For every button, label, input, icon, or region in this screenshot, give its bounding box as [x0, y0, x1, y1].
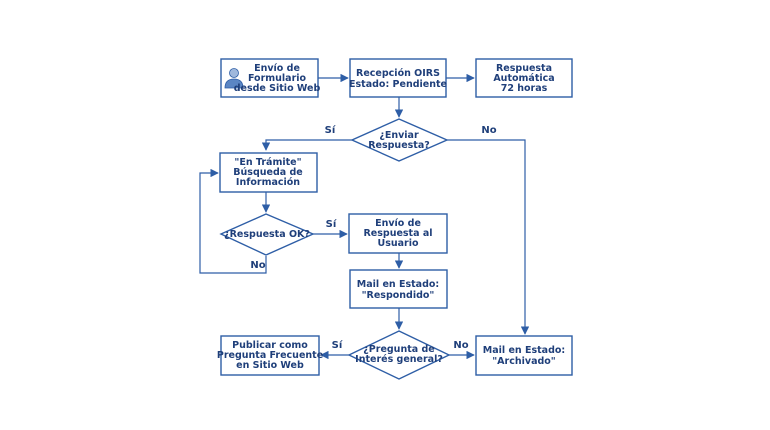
node-envio-respuesta: Envío de Respuesta al Usuario	[348, 213, 448, 254]
node-en-tramite: "En Trámite" Búsqueda de Información	[219, 152, 318, 193]
node-label: Estado: Pendiente	[349, 79, 447, 90]
decision-pregunta-interes: ¿Pregunta de Interés general?	[347, 330, 451, 380]
edge-label-no: No	[481, 125, 496, 136]
edge-ok-no	[199, 168, 267, 274]
node-label: "En Trámite"	[234, 157, 301, 168]
node-label: Envío de	[375, 218, 421, 229]
node-label: Envío de	[254, 63, 300, 74]
edge-label-no: No	[250, 260, 265, 271]
node-envio-formulario: Envío de Formulario desde Sitio Web	[220, 58, 321, 98]
edge-label-no: No	[453, 340, 468, 351]
user-icon	[224, 68, 244, 89]
edge-label-si: Sí	[326, 218, 337, 230]
node-label: Mail en Estado:	[357, 279, 439, 290]
edge-label-si: Sí	[332, 339, 343, 351]
edge-enviar-no	[447, 139, 530, 335]
node-label: Usuario	[377, 238, 418, 249]
node-label: Interés general?	[355, 354, 443, 365]
node-label: "Archivado"	[492, 356, 556, 367]
node-label: Información	[236, 177, 300, 188]
node-label: Respuesta?	[368, 140, 430, 151]
node-label: Recepción OIRS	[356, 68, 440, 79]
edge-label-si: Sí	[325, 124, 336, 136]
node-label: Formulario	[248, 73, 307, 84]
node-label: ¿Pregunta de	[363, 344, 434, 355]
node-respuesta-automatica: Respuesta Automática 72 horas	[475, 58, 573, 98]
node-mail-respondido: Mail en Estado: "Respondido"	[349, 269, 448, 309]
node-label: ¿Enviar	[379, 130, 419, 141]
node-label: Pregunta Frecuente	[217, 350, 323, 361]
node-label: Respuesta al	[363, 228, 432, 239]
node-label: 72 horas	[501, 83, 548, 94]
node-label: "Respondido"	[362, 290, 435, 301]
node-label: Mail en Estado:	[483, 345, 565, 356]
decision-respuesta-ok: ¿Respuesta OK?	[219, 213, 315, 256]
edge-enviar-si	[261, 139, 352, 151]
decision-enviar-respuesta: ¿Enviar Respuesta?	[350, 118, 449, 162]
node-label: Respuesta	[496, 63, 552, 74]
node-label: Automática	[493, 73, 554, 84]
node-label: ¿Respuesta OK?	[224, 229, 310, 240]
node-label: Búsqueda de	[233, 167, 302, 178]
node-label: desde Sitio Web	[234, 83, 321, 94]
node-publicar-pregunta: Publicar como Pregunta Frecuente en Siti…	[217, 335, 323, 376]
node-recepcion-oirs: Recepción OIRS Estado: Pendiente	[349, 58, 447, 98]
node-label: Publicar como	[232, 340, 308, 351]
node-label: en Sitio Web	[236, 360, 304, 371]
node-mail-archivado: Mail en Estado: "Archivado"	[475, 335, 573, 376]
